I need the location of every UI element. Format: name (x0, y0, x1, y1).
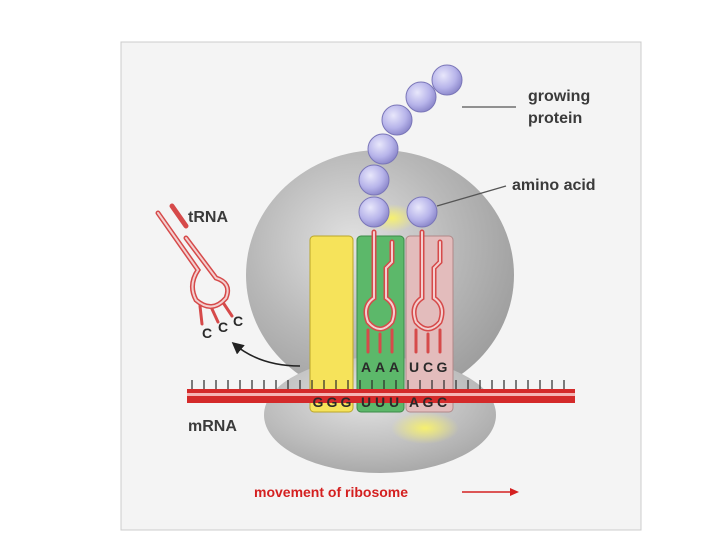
codon-e-3: G (341, 394, 352, 410)
free-anticodon-3: C (233, 313, 243, 329)
codon-a-3: C (437, 394, 447, 410)
amino-acid-leader-line (436, 185, 507, 207)
amino-acid-bead (405, 81, 437, 113)
codon-p-2: U (375, 394, 385, 410)
anticodon-p-1: A (361, 359, 371, 375)
amino-acid-bead (358, 196, 390, 228)
amino-acid-bead (431, 64, 463, 96)
anticodon-a-1: U (409, 359, 419, 375)
amino-acid-bead (358, 164, 390, 196)
p-site (356, 235, 405, 413)
amino-acid-bead (381, 104, 413, 136)
free-trna (155, 203, 234, 326)
mrna-strand (187, 380, 575, 403)
trna-p-site (363, 229, 397, 354)
movement-label: movement of ribosome (254, 484, 408, 500)
codon-a-2: G (423, 394, 434, 410)
a-site (405, 235, 454, 413)
entry-site-highlight (391, 412, 459, 444)
anticodon-p-3: A (389, 359, 399, 375)
mrna-label: mRNA (188, 418, 237, 435)
growing-protein-label-2: protein (528, 110, 582, 127)
codon-e-2: G (327, 394, 338, 410)
anticodon-a-3: G (437, 359, 448, 375)
free-anticodon-1: C (202, 325, 212, 341)
free-anticodon-2: C (218, 319, 228, 335)
trna-exit-arrow (231, 342, 301, 367)
codon-p-3: U (389, 394, 399, 410)
trna-label: tRNA (188, 209, 228, 226)
mrna-nucleotide-ticks (191, 380, 565, 389)
amino-acid-bead (367, 133, 399, 165)
codon-e-1: G (313, 394, 324, 410)
growing-protein-chain (358, 64, 463, 228)
growing-protein-label-1: growing (528, 88, 590, 105)
anticodon-p-2: A (375, 359, 385, 375)
trna-a-site (411, 229, 445, 354)
incoming-amino-acid (406, 196, 438, 228)
codon-p-1: U (361, 394, 371, 410)
anticodon-a-2: C (423, 359, 433, 375)
movement-arrow-head (510, 488, 519, 496)
exit-site (309, 235, 354, 413)
codon-a-1: A (409, 394, 419, 410)
amino-acid-label: amino acid (512, 177, 596, 194)
